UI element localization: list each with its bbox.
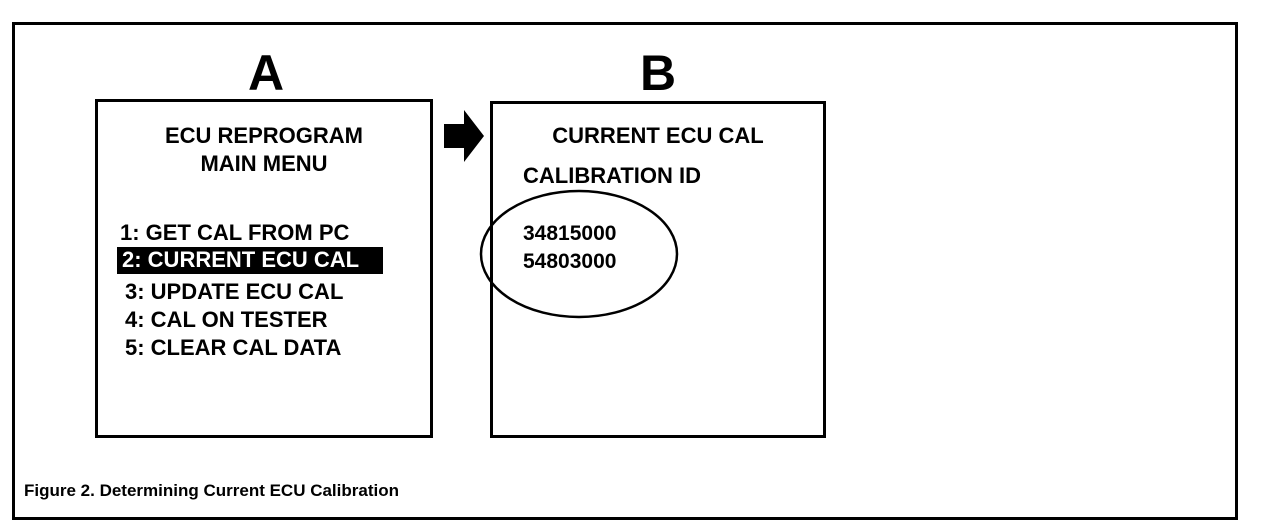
panel-b-subtitle: CALIBRATION ID xyxy=(523,163,702,188)
calibration-id-2: 54803000 xyxy=(523,250,617,273)
panel-a-screen: ECU REPROGRAM MAIN MENU 1: GET CAL FROM … xyxy=(95,99,433,438)
panel-b-title: CURRENT ECU CAL xyxy=(552,123,764,148)
panel-a-title-line2: MAIN MENU xyxy=(200,151,328,176)
panel-b-screen: CURRENT ECU CAL CALIBRATION ID 34815000 … xyxy=(490,101,826,438)
panel-a-letter: A xyxy=(247,45,285,101)
menu-item-update-ecu-cal[interactable]: 3: UPDATE ECU CAL xyxy=(125,279,344,304)
panel-a-title-line1: ECU REPROGRAM xyxy=(164,123,363,148)
menu-item-clear-cal-data[interactable]: 5: CLEAR CAL DATA xyxy=(125,335,342,360)
highlight-ellipse xyxy=(479,189,679,319)
calibration-id-1: 34815000 xyxy=(523,222,617,245)
right-arrow-icon xyxy=(444,110,484,162)
menu-item-get-cal-from-pc[interactable]: 1: GET CAL FROM PC xyxy=(120,220,350,245)
figure-frame xyxy=(12,22,1238,520)
menu-item-cal-on-tester[interactable]: 4: CAL ON TESTER xyxy=(125,307,328,332)
figure-caption: Figure 2. Determining Current ECU Calibr… xyxy=(24,481,399,500)
panel-b-letter: B xyxy=(639,45,677,101)
menu-item-current-ecu-cal[interactable]: 2: CURRENT ECU CAL xyxy=(117,247,384,274)
